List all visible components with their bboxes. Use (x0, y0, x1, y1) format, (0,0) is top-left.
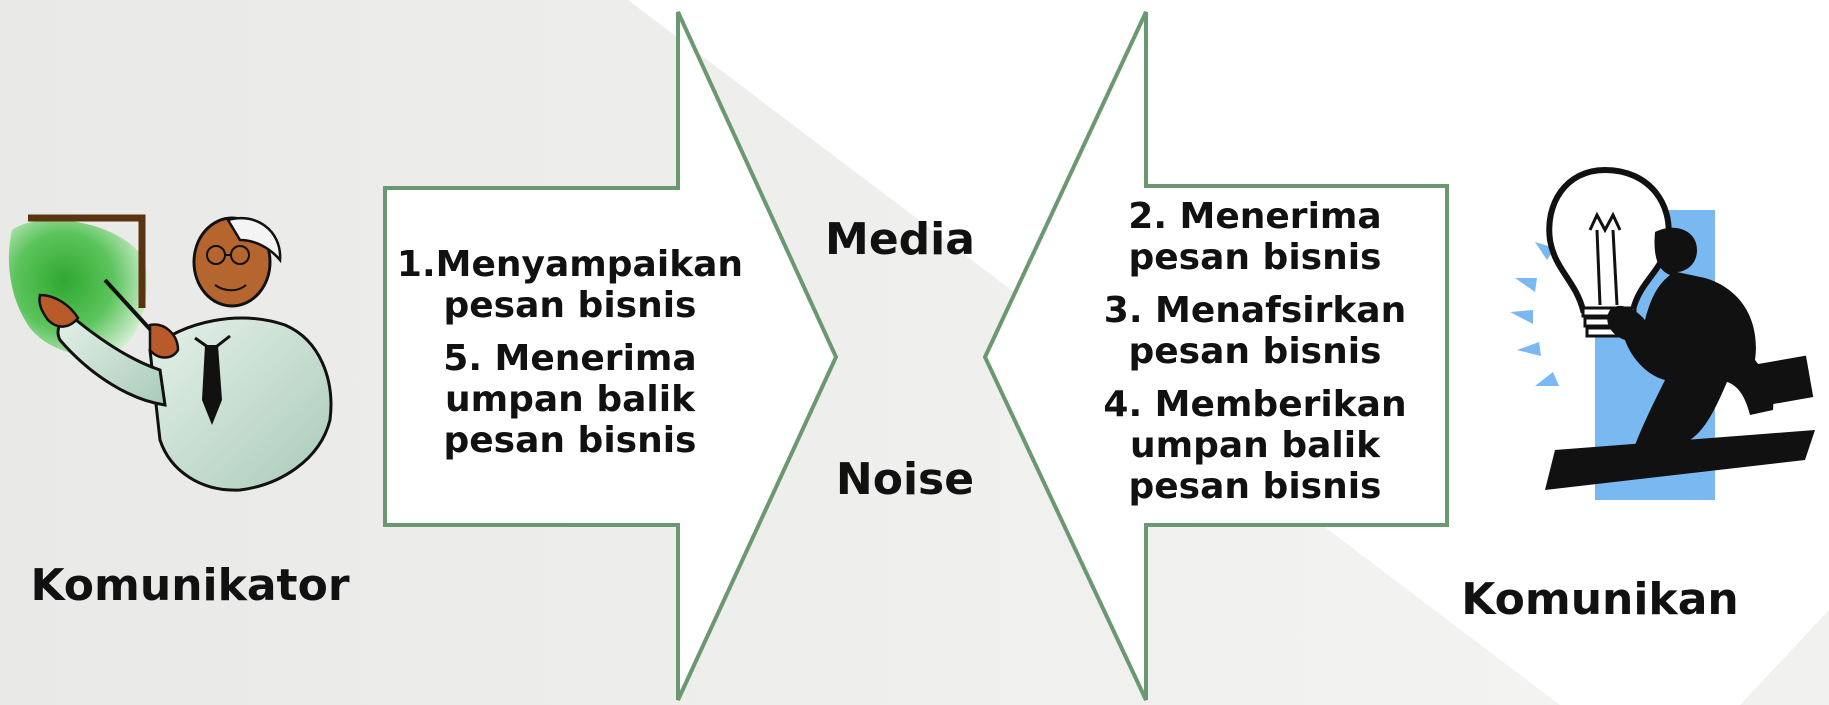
board-frame (28, 214, 146, 308)
receiver-step-3-line2: pesan bisnis (1128, 331, 1382, 372)
board-glow (8, 220, 147, 356)
background-shade-corner (1740, 610, 1829, 705)
sender-label: Komunikator (30, 560, 350, 611)
sender-step-1-line2: pesan bisnis (443, 285, 697, 326)
teacher-at-board-clipart (8, 214, 333, 492)
receiver-step-3: 3. Menafsirkan pesan bisnis (1080, 290, 1430, 372)
receiver-step-2-line2: pesan bisnis (1128, 237, 1382, 278)
receiver-step-2: 2. Menerima pesan bisnis (1080, 196, 1430, 278)
receiver-step-4-line2: umpan balik (1129, 425, 1381, 466)
receiver-step-4-line3: pesan bisnis (1128, 466, 1382, 507)
sender-step-1: 1.Menyampaikan pesan bisnis (390, 244, 750, 326)
sender-step-5-line3: pesan bisnis (443, 420, 697, 461)
receiver-step-4-line1: 4. Memberikan (1103, 384, 1407, 425)
receiver-step-4: 4. Memberikan umpan balik pesan bisnis (1080, 384, 1430, 507)
receiver-step-3-line1: 3. Menafsirkan (1103, 290, 1407, 331)
sender-step-5-line2: umpan balik (444, 379, 696, 420)
receiver-label: Komunikan (1461, 574, 1739, 625)
platform (1545, 430, 1815, 490)
man-with-lightbulb-clipart (1510, 166, 1815, 500)
sender-step-1-line1: 1.Menyampaikan (396, 244, 744, 285)
sender-step-5: 5. Menerima umpan balik pesan bisnis (390, 338, 750, 461)
receiver-step-2-line1: 2. Menerima (1128, 196, 1382, 237)
noise-label: Noise (835, 454, 975, 505)
sender-step-5-line1: 5. Menerima (443, 338, 697, 379)
media-label: Media (825, 214, 975, 265)
sender-steps: 1.Menyampaikan pesan bisnis 5. Menerima … (390, 244, 750, 473)
receiver-steps: 2. Menerima pesan bisnis 3. Menafsirkan … (1080, 196, 1430, 519)
